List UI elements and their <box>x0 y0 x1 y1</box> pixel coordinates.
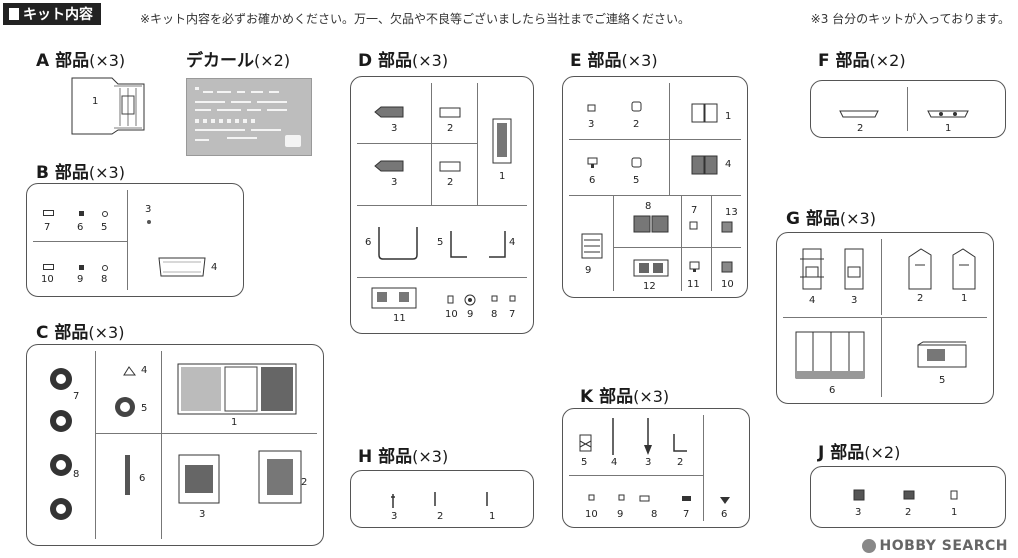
part-number: 5 <box>101 222 108 233</box>
part-number: 3 <box>851 295 858 306</box>
part-number: 4 <box>809 295 816 306</box>
part-number: 6 <box>721 509 728 520</box>
part-number: 2 <box>447 177 454 188</box>
part-number: 5 <box>633 175 640 186</box>
section-header: キット内容 <box>3 3 101 25</box>
part-number: 8 <box>73 469 80 480</box>
part-number: 3 <box>391 511 398 522</box>
part-number: 2 <box>633 119 640 130</box>
parts-tray-c: 7 8 4 5 6 1 3 2 <box>26 344 324 546</box>
part-number: 2 <box>917 293 924 304</box>
part-number: 1 <box>92 96 99 107</box>
hobby-search-logo-icon <box>861 539 876 553</box>
part-number: 1 <box>945 123 952 134</box>
parts-tray-b: 7 6 5 3 10 9 8 4 <box>26 183 244 297</box>
part-number: 9 <box>617 509 624 520</box>
header-title: キット内容 <box>23 7 93 23</box>
part-number: 12 <box>643 281 656 292</box>
group-title-d: D 部品(×3) <box>358 51 449 71</box>
part-number: 1 <box>499 171 506 182</box>
part-number: 10 <box>585 509 598 520</box>
part-number: 10 <box>41 274 54 285</box>
part-number: 2 <box>437 511 444 522</box>
part-number: 11 <box>393 313 406 324</box>
part-number: 5 <box>581 457 588 468</box>
part-number: 8 <box>101 274 108 285</box>
part-number: 3 <box>855 507 862 518</box>
part-number: 6 <box>139 473 146 484</box>
part-number: 4 <box>611 457 618 468</box>
part-number: 5 <box>939 375 946 386</box>
group-title-c: C 部品(×3) <box>36 323 125 343</box>
header-note: ※キット内容を必ずお確かめください。万一、欠品や不良等ございましたら当社までご連… <box>140 12 691 26</box>
part-number: 2 <box>857 123 864 134</box>
part-number: 1 <box>489 511 496 522</box>
watermark: HOBBY SEARCH <box>861 538 1008 554</box>
group-title-k: K 部品(×3) <box>580 387 670 407</box>
part-number: 2 <box>301 477 308 488</box>
part-number: 1 <box>961 293 968 304</box>
group-title-decal: デカール(×2) <box>186 51 291 71</box>
part-number: 2 <box>677 457 684 468</box>
part-number: 3 <box>391 177 398 188</box>
part-number: 1 <box>725 111 732 122</box>
group-title-j: J 部品(×2) <box>818 443 901 463</box>
group-title-b: B 部品(×3) <box>36 163 125 183</box>
part-number: 4 <box>211 262 218 273</box>
parts-tray-g: 4 3 2 1 6 5 <box>776 232 994 404</box>
parts-tray-h: 3 2 1 <box>350 470 534 528</box>
parts-tray-j: 3 2 1 <box>810 466 1006 528</box>
part-number: 3 <box>145 204 152 215</box>
part-number: 11 <box>687 279 700 290</box>
part-a1-frame <box>71 77 145 135</box>
part-number: 6 <box>365 237 372 248</box>
group-title-g: G 部品(×3) <box>786 209 876 229</box>
part-number: 7 <box>683 509 690 520</box>
decal-sheet <box>186 78 312 156</box>
part-number: 7 <box>44 222 51 233</box>
part-number: 3 <box>588 119 595 130</box>
part-number: 3 <box>199 509 206 520</box>
part-number: 5 <box>141 403 148 414</box>
part-number: 8 <box>651 509 658 520</box>
group-title-h: H 部品(×3) <box>358 447 449 467</box>
group-title-e: E 部品(×3) <box>570 51 658 71</box>
header-tag: キット内容 <box>3 3 101 25</box>
part-number: 10 <box>721 279 734 290</box>
part-number: 6 <box>829 385 836 396</box>
part-number: 7 <box>73 391 80 402</box>
part-number: 7 <box>509 309 516 320</box>
part-number: 8 <box>645 201 652 212</box>
group-title-a: A 部品(×3) <box>36 51 126 71</box>
part-number: 4 <box>725 159 732 170</box>
group-title-f: F 部品(×2) <box>818 51 906 71</box>
part-number: 5 <box>437 237 444 248</box>
part-number: 1 <box>951 507 958 518</box>
part-number: 2 <box>905 507 912 518</box>
header-note-quantity: ※3 台分のキットが入っております。 <box>810 12 1010 26</box>
part-number: 6 <box>589 175 596 186</box>
parts-tray-k: 5 4 3 2 10 9 8 7 6 <box>562 408 750 528</box>
part-number: 9 <box>585 265 592 276</box>
part-number: 2 <box>447 123 454 134</box>
part-number: 8 <box>491 309 498 320</box>
part-number: 4 <box>509 237 516 248</box>
parts-tray-f: 2 1 <box>810 80 1006 138</box>
part-number: 9 <box>467 309 474 320</box>
part-number: 1 <box>231 417 238 428</box>
parts-tray-d: 3 2 3 2 1 6 5 4 11 10 9 8 7 <box>350 76 534 334</box>
part-number: 4 <box>141 365 148 376</box>
part-number: 3 <box>391 123 398 134</box>
part-number: 9 <box>77 274 84 285</box>
parts-tray-e: 3 2 1 6 5 4 9 8 7 13 12 11 10 <box>562 76 748 298</box>
part-number: 7 <box>691 205 698 216</box>
part-number: 10 <box>445 309 458 320</box>
part-number: 6 <box>77 222 84 233</box>
part-number: 13 <box>725 207 738 218</box>
part-number: 3 <box>645 457 652 468</box>
